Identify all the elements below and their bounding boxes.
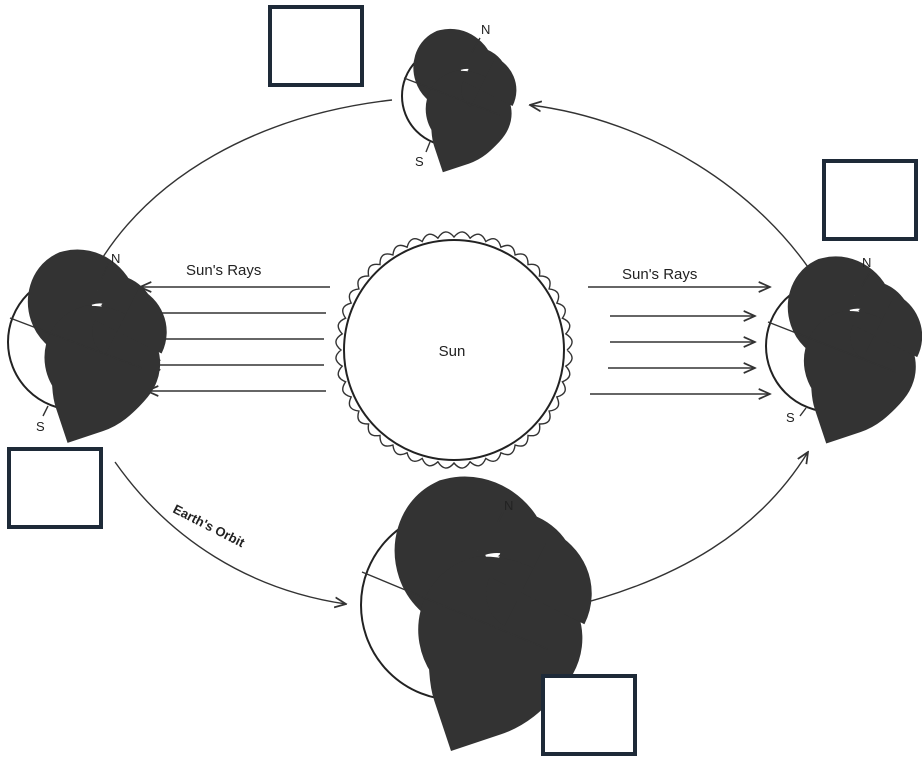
answer-box-top[interactable] [268, 5, 364, 87]
sun-corona [335, 231, 573, 469]
earth-left-south-label: S [36, 419, 45, 434]
orbit-arc-bottom-left [114, 461, 346, 604]
sun-rays-left: Sun's Rays [140, 262, 330, 391]
earth-top-south-label: S [415, 154, 424, 169]
sun: Sun [335, 231, 573, 469]
earth-right: N S [765, 255, 898, 425]
earth-left-north-label: N [111, 251, 120, 266]
earth-top: N S [401, 22, 502, 169]
answer-box-left[interactable] [7, 447, 103, 529]
orbit-label: Earth's Orbit [171, 501, 248, 550]
orbit-arc-bottom-right [564, 452, 808, 609]
sun-disk [343, 239, 565, 461]
earth-bottom: N [360, 498, 551, 700]
earth-right-south-label: S [786, 410, 795, 425]
earth-right-north-label: N [862, 255, 871, 270]
answer-box-right[interactable] [822, 159, 918, 241]
earth-top-north-label: N [481, 22, 490, 37]
earth-left: N S [7, 251, 144, 434]
sun-rays-right: Sun's Rays [588, 266, 770, 394]
earth-bottom-north-label: N [504, 498, 513, 513]
sun-rays-left-label: Sun's Rays [186, 262, 261, 279]
orbit-arc-top-right [530, 105, 819, 283]
sun-rays-right-label: Sun's Rays [622, 266, 697, 283]
sun-label: Sun [439, 343, 466, 360]
answer-box-bottom[interactable] [541, 674, 637, 756]
orbit-arc-top-left [95, 99, 393, 270]
